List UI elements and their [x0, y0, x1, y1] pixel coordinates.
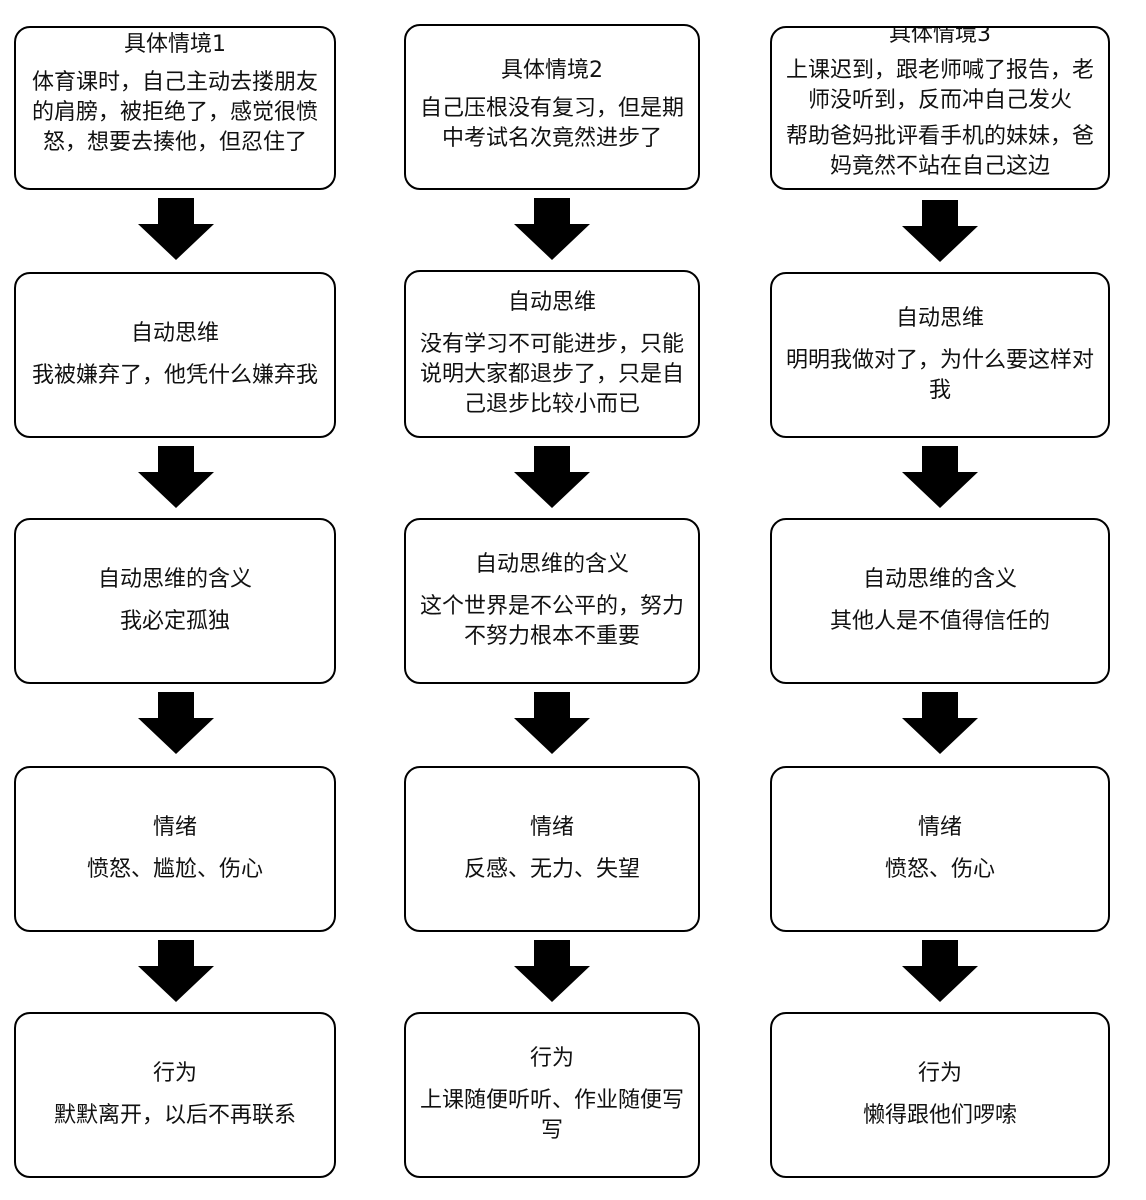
thought-box-2: 自动思维 没有学习不可能进步，只能说明大家都退步了，只是自己退步比较小而已 [404, 270, 700, 438]
meaning-text-3: 其他人是不值得信任的 [829, 609, 1050, 634]
emotion-text-2: 反感、无力、失望 [463, 857, 640, 882]
down-arrow-icon [514, 692, 590, 754]
situation-text-1: 体育课时，自己主动去搂朋友的肩膀，被拒绝了，感觉很愤怒，想要去揍他，但忍住了 [30, 68, 320, 158]
down-arrow-icon [514, 940, 590, 1002]
meaning-title-2: 自动思维的含义 [474, 552, 629, 577]
situation-title-3: 具体情境3 [889, 26, 991, 47]
meaning-box-1: 自动思维的含义 我必定孤独 [14, 518, 336, 684]
situation-text-2: 自己压根没有复习，但是期中考试名次竟然进步了 [420, 94, 684, 154]
meaning-box-2: 自动思维的含义 这个世界是不公平的，努力不努力根本不重要 [404, 518, 700, 684]
behavior-text-2: 上课随便听听、作业随便写写 [420, 1088, 685, 1143]
meaning-title-1: 自动思维的含义 [97, 567, 252, 592]
situation-line: 自己压根没有复习，但是期中考试名次竟然进步了 [420, 96, 685, 151]
meaning-text-1: 我必定孤独 [119, 609, 230, 634]
thought-box-3: 自动思维 明明我做对了，为什么要这样对我 [770, 272, 1110, 438]
down-arrow-icon [138, 692, 214, 754]
thought-text-2: 没有学习不可能进步，只能说明大家都退步了，只是自己退步比较小而已 [420, 332, 685, 417]
behavior-title-3: 行为 [917, 1061, 962, 1086]
behavior-title-1: 行为 [152, 1061, 197, 1086]
behavior-box-3: 行为 懒得跟他们啰嗦 [770, 1012, 1110, 1178]
situation-box-3: 具体情境3 上课迟到，跟老师喊了报告，老师没听到，反而冲自己发火 帮助爸妈批评看… [770, 26, 1110, 190]
situation-text-3: 上课迟到，跟老师喊了报告，老师没听到，反而冲自己发火 帮助爸妈批评看手机的妹妹，… [786, 56, 1094, 182]
meaning-text-2: 这个世界是不公平的，努力不努力根本不重要 [420, 594, 685, 649]
situation-line: 帮助爸妈批评看手机的妹妹，爸妈竟然不站在自己这边 [786, 124, 1095, 179]
down-arrow-icon [902, 200, 978, 262]
emotion-title-3: 情绪 [917, 815, 962, 840]
down-arrow-icon [902, 940, 978, 1002]
emotion-box-2: 情绪 反感、无力、失望 [404, 766, 700, 932]
thought-title-2: 自动思维 [507, 290, 596, 315]
thought-text-1: 我被嫌弃了，他凭什么嫌弃我 [31, 363, 318, 388]
down-arrow-icon [514, 446, 590, 508]
situation-box-2: 具体情境2 自己压根没有复习，但是期中考试名次竟然进步了 [404, 24, 700, 190]
thought-box-1: 自动思维 我被嫌弃了，他凭什么嫌弃我 [14, 272, 336, 438]
meaning-box-3: 自动思维的含义 其他人是不值得信任的 [770, 518, 1110, 684]
down-arrow-icon [514, 198, 590, 260]
behavior-box-2: 行为 上课随便听听、作业随便写写 [404, 1012, 700, 1178]
situation-title-1: 具体情境1 [124, 32, 226, 57]
thought-text-3: 明明我做对了，为什么要这样对我 [786, 348, 1095, 403]
down-arrow-icon [138, 940, 214, 1002]
behavior-text-1: 默默离开，以后不再联系 [53, 1103, 296, 1128]
emotion-box-3: 情绪 愤怒、伤心 [770, 766, 1110, 932]
situation-line: 体育课时，自己主动去搂朋友的肩膀，被拒绝了，感觉很愤怒，想要去揍他，但忍住了 [31, 70, 318, 155]
emotion-title-2: 情绪 [529, 815, 574, 840]
situation-box-1: 具体情境1 体育课时，自己主动去搂朋友的肩膀，被拒绝了，感觉很愤怒，想要去揍他，… [14, 26, 336, 190]
down-arrow-icon [902, 692, 978, 754]
emotion-title-1: 情绪 [152, 815, 197, 840]
situation-line: 上课迟到，跟老师喊了报告，老师没听到，反而冲自己发火 [786, 58, 1095, 113]
situation-title-2: 具体情境2 [501, 58, 603, 83]
down-arrow-icon [138, 198, 214, 260]
thought-title-3: 自动思维 [895, 306, 984, 331]
thought-title-1: 自动思维 [130, 321, 219, 346]
behavior-box-1: 行为 默默离开，以后不再联系 [14, 1012, 336, 1178]
behavior-text-3: 懒得跟他们啰嗦 [862, 1103, 1017, 1128]
down-arrow-icon [902, 446, 978, 508]
emotion-text-3: 愤怒、伤心 [884, 857, 995, 882]
emotion-box-1: 情绪 愤怒、尴尬、伤心 [14, 766, 336, 932]
behavior-title-2: 行为 [529, 1046, 574, 1071]
emotion-text-1: 愤怒、尴尬、伤心 [86, 857, 263, 882]
meaning-title-3: 自动思维的含义 [862, 567, 1017, 592]
down-arrow-icon [138, 446, 214, 508]
